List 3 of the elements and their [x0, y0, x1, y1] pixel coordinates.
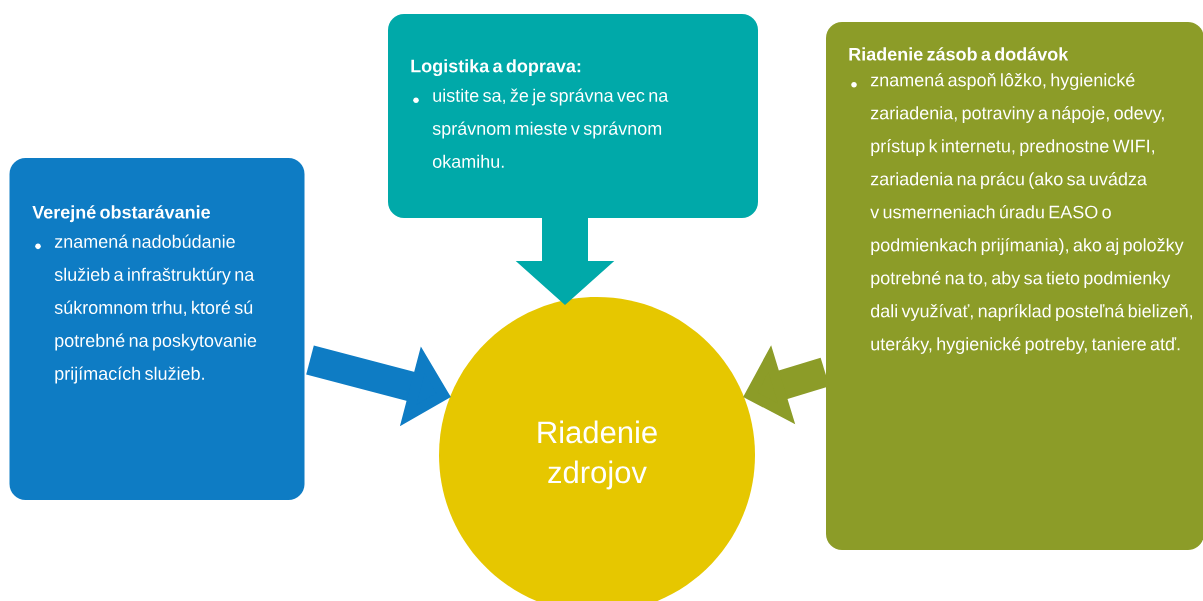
info-box: Verejné obstarávanie znamená nadobúdanie služieb a infraštruktúry na súkromnom trhu, ktoré sú potrebné na poskytovanie prijímacích služieb.	[9, 158, 305, 500]
info-box: Riadenie zásob a dodávok znamená aspoň lôžko, hygienické zariadenia, potraviny a nápoje, odevy, prístup k internetu, prednostne WIFI, zariadenia na prácu (ako sa uvádza v usmerneniach úradu EASO o podmienkach prijímania), ako aj položky potrebné na to, aby sa tieto podmienky dali využívať, napríklad posteľná bielizeň, uteráky, hygienické potreby, taniere atď.	[826, 22, 1203, 550]
info-box: Logistika a doprava: uistite sa, že je správna vec na správnom mieste v správnom okamihu.	[388, 14, 758, 218]
